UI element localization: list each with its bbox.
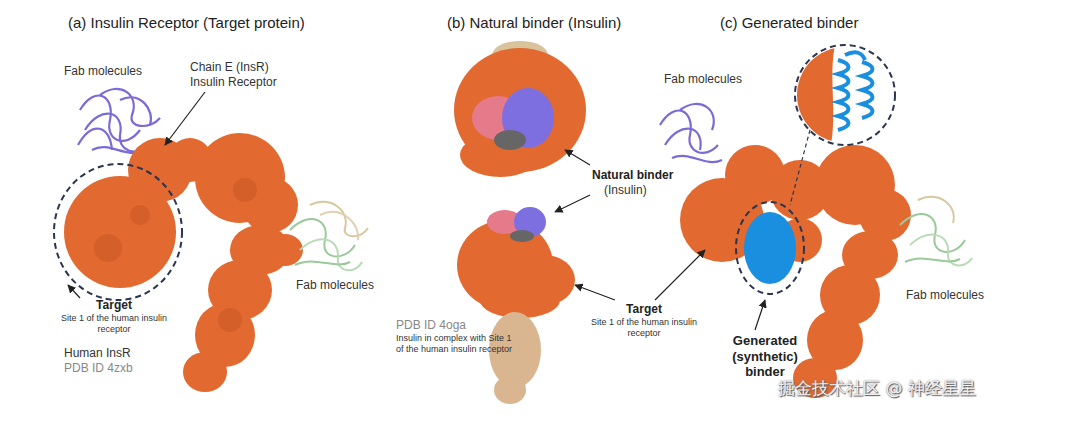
- fab-label: Fab molecules: [296, 278, 406, 292]
- fab-purple-c: [660, 104, 722, 162]
- target-label: Target: [614, 302, 674, 316]
- receptor-a: [64, 133, 303, 392]
- watermark: 掘金技术社区 @ 神经星星: [778, 378, 1068, 398]
- binder-label: Natural binder: [592, 168, 702, 182]
- fab-label: Fab molecules: [906, 288, 1016, 302]
- pdb-id: PDB ID 4oga: [396, 318, 506, 332]
- protein-name: Human InsR: [64, 346, 184, 360]
- panel-title: (a) Insulin Receptor (Target protein): [68, 14, 368, 32]
- panel-title: (c) Generated binder: [720, 14, 940, 32]
- pdb-id: PDB ID 4zxb: [64, 361, 184, 375]
- binder-inset: [790, 45, 895, 205]
- complex-note: Insulin in complex with Site 1 of the hu…: [396, 333, 514, 355]
- fab-label: Fab molecules: [64, 64, 174, 78]
- target-label: Target: [84, 298, 144, 312]
- receptor-c: [680, 145, 911, 398]
- panel-title: (b) Natural binder (Insulin): [447, 14, 677, 32]
- complex-top-b: [454, 41, 586, 177]
- target-note: Site 1 of the human insulin receptor: [60, 313, 168, 335]
- fab-green-c: [900, 197, 972, 266]
- target-note: Site 1 of the human insulin receptor: [588, 317, 700, 339]
- chain-label: Insulin Receptor: [190, 75, 320, 89]
- chain-label: Chain E (InsR): [190, 60, 320, 74]
- fab-green-a: [290, 202, 368, 270]
- binder-label: Generated (synthetic) binder: [720, 333, 810, 380]
- binder-label: (Insulin): [604, 183, 694, 197]
- complex-bottom-b: [457, 207, 575, 404]
- fab-label: Fab molecules: [664, 72, 774, 86]
- generated-binder: [744, 212, 796, 284]
